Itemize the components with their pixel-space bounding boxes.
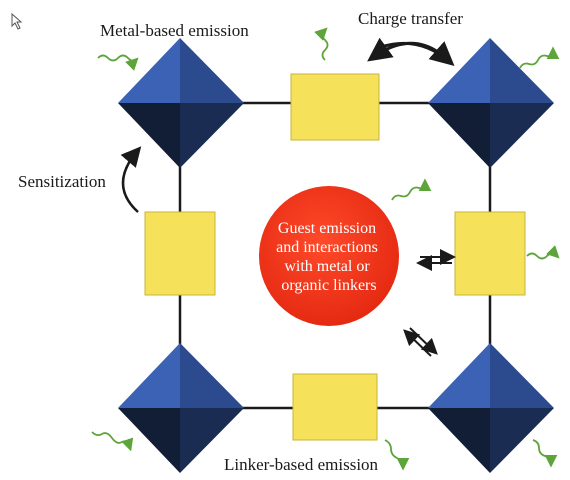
label-sensitization: Sensitization bbox=[18, 172, 106, 191]
equilibrium-arrows-icon bbox=[403, 327, 438, 357]
wavy-emission-arrow-icon bbox=[91, 431, 134, 452]
metal-node-top-right bbox=[428, 38, 554, 168]
linker-right bbox=[454, 211, 526, 296]
linker-top bbox=[290, 73, 380, 141]
wavy-emission-arrow-icon bbox=[384, 439, 410, 471]
label-metal-emission: Metal-based emission bbox=[100, 21, 249, 40]
metal-node-bottom-left bbox=[118, 343, 244, 473]
linker-left bbox=[144, 211, 216, 296]
wavy-emission-arrow-icon bbox=[526, 245, 560, 260]
metal-node-bottom-right bbox=[428, 343, 554, 473]
wavy-emission-arrow-icon bbox=[532, 439, 558, 468]
wavy-emission-arrow-icon bbox=[391, 178, 432, 201]
guest-circle bbox=[259, 186, 399, 326]
guest-label: Guest emission and interactions with met… bbox=[276, 220, 382, 294]
label-linker-emission: Linker-based emission bbox=[224, 455, 379, 474]
cursor-icon bbox=[11, 12, 23, 30]
linker-bottom bbox=[292, 373, 378, 441]
wavy-emission-arrow-icon bbox=[97, 54, 139, 71]
equilibrium-arrows-icon bbox=[416, 249, 456, 271]
curved-arrow-icon bbox=[120, 146, 142, 213]
wavy-emission-arrow-icon bbox=[519, 46, 560, 69]
charge-transfer-arrow-icon bbox=[377, 41, 455, 66]
metal-node-top-left bbox=[118, 38, 244, 168]
label-charge-transfer: Charge transfer bbox=[358, 9, 463, 28]
wavy-emission-arrow-icon bbox=[314, 27, 329, 61]
